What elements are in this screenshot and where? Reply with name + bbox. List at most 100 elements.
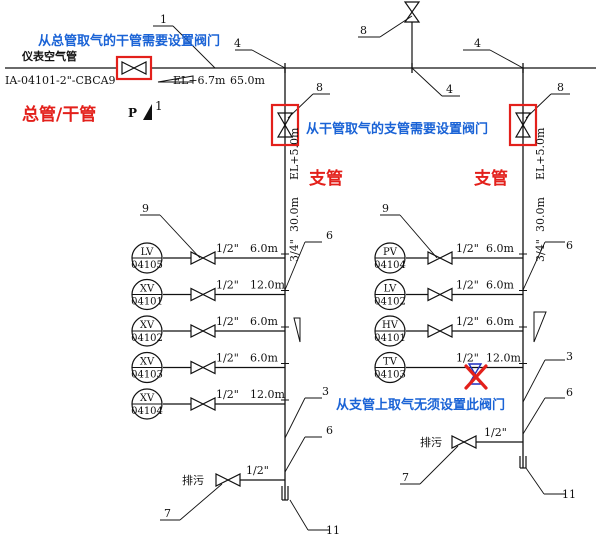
callout-4-right: 4 xyxy=(474,37,481,50)
instrument-tag: 04101 xyxy=(131,297,163,308)
right-callout-9: 9 xyxy=(382,202,389,215)
instrument-row: PV 04104 1/2" 6.0m xyxy=(374,242,527,274)
right-riser-elevation: EL+5.0m xyxy=(534,127,547,180)
left-riser-elevation: EL+5.0m xyxy=(288,127,301,180)
callout-8-top: 8 xyxy=(360,24,367,37)
pipe-name-label: 仪表空气管 xyxy=(21,49,77,63)
right-instrument-rows: PV041041/2"6.0mLV041021/2"6.0mHV041011/2… xyxy=(374,242,527,384)
annotation-branch-left: 支管 xyxy=(309,168,343,189)
instrument-valve xyxy=(190,360,216,375)
left-callout-11: 11 xyxy=(326,524,340,537)
instrument-size: 1/2" xyxy=(216,242,239,255)
instrument-length: 6.0m xyxy=(486,242,514,255)
right-drain-size: 1/2" xyxy=(484,426,507,439)
left-callout-7: 7 xyxy=(164,507,171,520)
instrument-valve xyxy=(190,287,216,302)
annotation-branch-right: 支管 xyxy=(474,168,508,189)
callout-leaders xyxy=(153,15,570,119)
instrument-tag: 04101 xyxy=(374,333,406,344)
instrument-tag: 04102 xyxy=(131,333,163,344)
right-drain-label: 排污 xyxy=(420,435,442,449)
instrument-tag: 04104 xyxy=(374,260,406,271)
instrument-length: 6.0m xyxy=(486,315,514,328)
callout-4-middle: 4 xyxy=(446,83,453,96)
left-branch: EL+5.0m 30.0m 3/4" 排污 1/2" 9 6 3 6 xyxy=(140,68,340,537)
instrument-length: 12.0m xyxy=(486,352,521,365)
right-callout-7: 7 xyxy=(402,471,409,484)
instrument-valve xyxy=(190,324,216,338)
instrument-valve xyxy=(190,397,216,411)
instrument-type: LV xyxy=(141,247,154,258)
instrument-tag: 04104 xyxy=(131,406,163,417)
right-branch: EL+5.0m 30.0m 3/4" 排污 1/2" 9 6 3 6 7 11 xyxy=(380,68,576,501)
left-callout-3: 3 xyxy=(322,385,329,398)
instrument-size: 1/2" xyxy=(456,352,479,365)
right-riser-length: 30.0m xyxy=(534,197,547,232)
slope-wedge-icon xyxy=(157,75,194,83)
instrument-type: PV xyxy=(383,247,398,258)
annotation-from-branch: 从支管上取气无须设置此阀门 xyxy=(336,397,505,413)
annotation-trunk-to-branch: 从干管取气的支管需要设置阀门 xyxy=(306,121,488,137)
instrument-size: 1/2" xyxy=(456,279,479,292)
instrument-tag: 04102 xyxy=(374,297,406,308)
instrument-tag: 04105 xyxy=(131,260,163,271)
left-callout-9: 9 xyxy=(142,202,149,215)
right-callout-11: 11 xyxy=(562,488,576,501)
instrument-row: HV 04101 1/2" 6.0m xyxy=(374,315,527,347)
right-callout-6a: 6 xyxy=(566,239,573,252)
header-valve-highlight xyxy=(115,55,153,81)
crossed-valve xyxy=(464,363,488,390)
callout-4-left: 4 xyxy=(234,37,241,50)
annotation-main-to-trunk: 从总管取气的干管需要设置阀门 xyxy=(38,33,220,49)
instrument-tag: 04103 xyxy=(131,370,163,381)
header-valve xyxy=(121,61,147,75)
instrument-row: TV 04103 1/2" 12.0m xyxy=(374,352,527,384)
annotation-main-pipe: 总管/干管 xyxy=(22,104,96,125)
pressure-index: 1 xyxy=(155,99,163,113)
instrument-tag: 04103 xyxy=(374,370,406,381)
left-slope-wedge-icon xyxy=(293,317,301,343)
instrument-length: 6.0m xyxy=(250,352,278,365)
right-branch-valve-highlight xyxy=(508,103,538,147)
right-slope-wedge-icon xyxy=(533,311,547,343)
left-branch-valve-highlight xyxy=(270,103,300,147)
instrument-size: 1/2" xyxy=(456,315,479,328)
instrument-type: XV xyxy=(140,284,155,295)
instrument-size: 1/2" xyxy=(456,242,479,255)
left-callout-6b: 6 xyxy=(326,424,333,437)
pressure-marker: P xyxy=(128,106,137,120)
instrument-valve xyxy=(427,251,453,265)
right-callout-6b: 6 xyxy=(566,386,573,399)
left-instrument-rows: LV041051/2"6.0mXV041011/2"12.0mXV041021/… xyxy=(131,242,289,420)
instrument-size: 1/2" xyxy=(216,279,239,292)
instrument-valve xyxy=(427,287,453,302)
pipe-code-label: IA-04101-2"-CBCA9 xyxy=(5,74,116,87)
callout-1: 1 xyxy=(160,13,167,26)
header-elevation-label: EL+6.7m xyxy=(173,74,226,87)
left-riser-length: 30.0m xyxy=(288,197,301,232)
instrument-type: TV xyxy=(383,357,398,368)
left-drain-label: 排污 xyxy=(182,473,204,487)
callout-8-left: 8 xyxy=(316,81,323,94)
top-vent xyxy=(403,1,421,68)
right-drain xyxy=(451,435,523,449)
instrument-type: XV xyxy=(140,320,155,331)
right-callout-3: 3 xyxy=(566,350,573,363)
callout-8-right: 8 xyxy=(557,81,564,94)
instrument-size: 1/2" xyxy=(216,315,239,328)
header-length-label: 65.0m xyxy=(230,74,265,87)
right-branch-valve xyxy=(514,112,532,138)
instrument-type: HV xyxy=(382,320,399,331)
left-drain xyxy=(215,473,285,487)
left-drain-size: 1/2" xyxy=(246,464,269,477)
instrument-type: XV xyxy=(140,393,155,404)
left-riser-size: 3/4" xyxy=(288,239,301,262)
instrument-size: 1/2" xyxy=(216,352,239,365)
instrument-valve xyxy=(190,251,216,265)
